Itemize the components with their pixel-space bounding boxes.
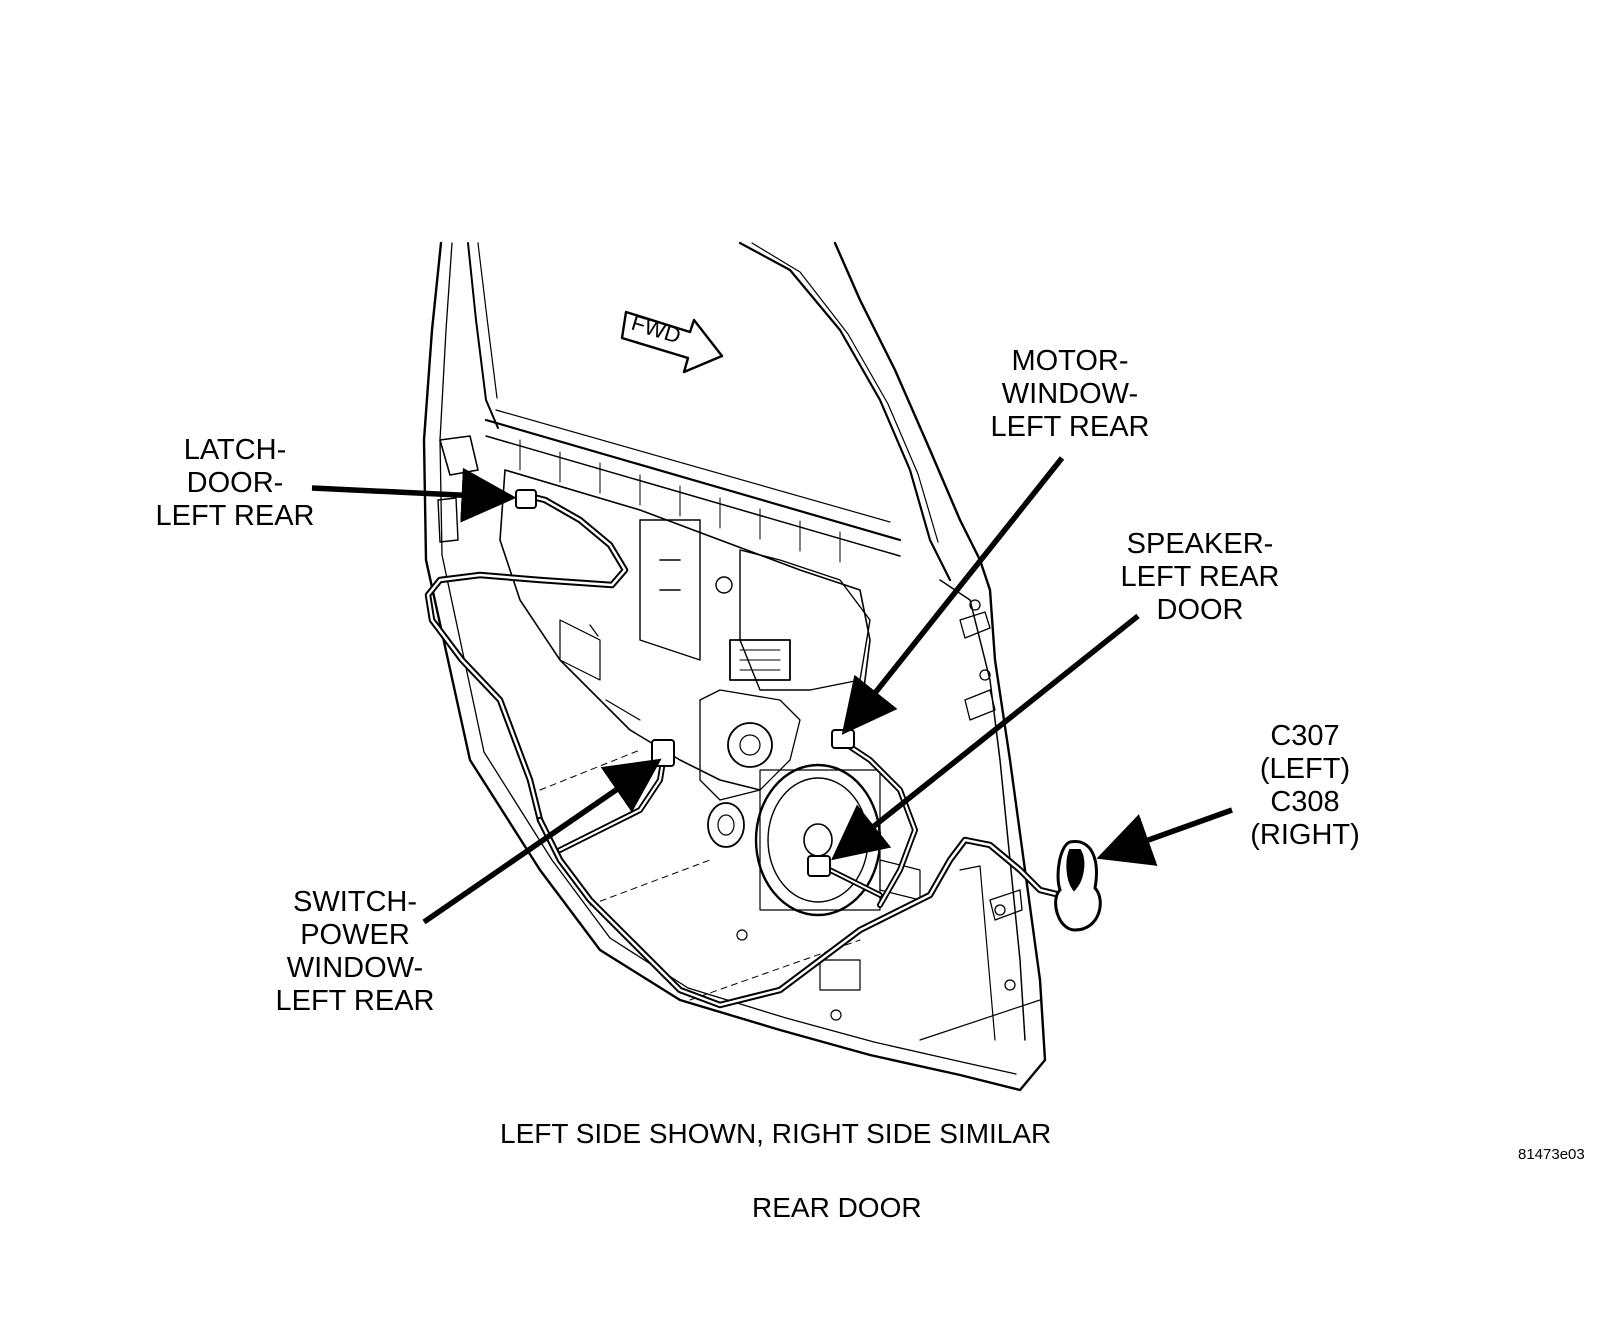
diagram-title: REAR DOOR bbox=[752, 1192, 922, 1223]
callout-connector: C307 (LEFT) C308 (RIGHT) bbox=[1250, 720, 1360, 851]
window-frame-front bbox=[738, 241, 952, 582]
speaker-connector bbox=[807, 855, 831, 877]
speaker-leader-arrow bbox=[831, 613, 1140, 861]
callout-speaker: SPEAKER- LEFT REAR DOOR bbox=[1120, 528, 1280, 626]
diagram-caption: LEFT SIDE SHOWN, RIGHT SIDE SIMILAR bbox=[500, 1118, 1052, 1149]
window-frame-rear bbox=[467, 242, 499, 429]
switch-connector bbox=[651, 739, 675, 767]
callout-latch-door: LATCH- DOOR- LEFT REAR bbox=[155, 434, 315, 532]
window-motor-housing bbox=[729, 639, 791, 681]
fwd-arrow bbox=[620, 310, 724, 374]
figure-id: 81473e03 bbox=[1518, 1146, 1585, 1163]
latch-leader-arrow bbox=[311, 467, 517, 523]
connector-leader-arrow bbox=[1096, 807, 1233, 866]
door-inner-frame bbox=[439, 242, 1017, 1075]
motor-leader-arrow bbox=[841, 456, 1065, 735]
callout-switch: SWITCH- POWER WINDOW- LEFT REAR bbox=[275, 886, 435, 1017]
callout-motor-window: MOTOR- WINDOW- LEFT REAR bbox=[990, 345, 1150, 443]
motor-connector bbox=[831, 729, 855, 749]
door-outer-frame bbox=[422, 241, 1047, 1092]
latch-connector bbox=[515, 489, 537, 509]
speaker-body bbox=[754, 763, 882, 917]
belt-rail bbox=[484, 418, 902, 542]
inner-panel-opening bbox=[499, 469, 871, 791]
switch-leader-arrow bbox=[422, 758, 662, 925]
